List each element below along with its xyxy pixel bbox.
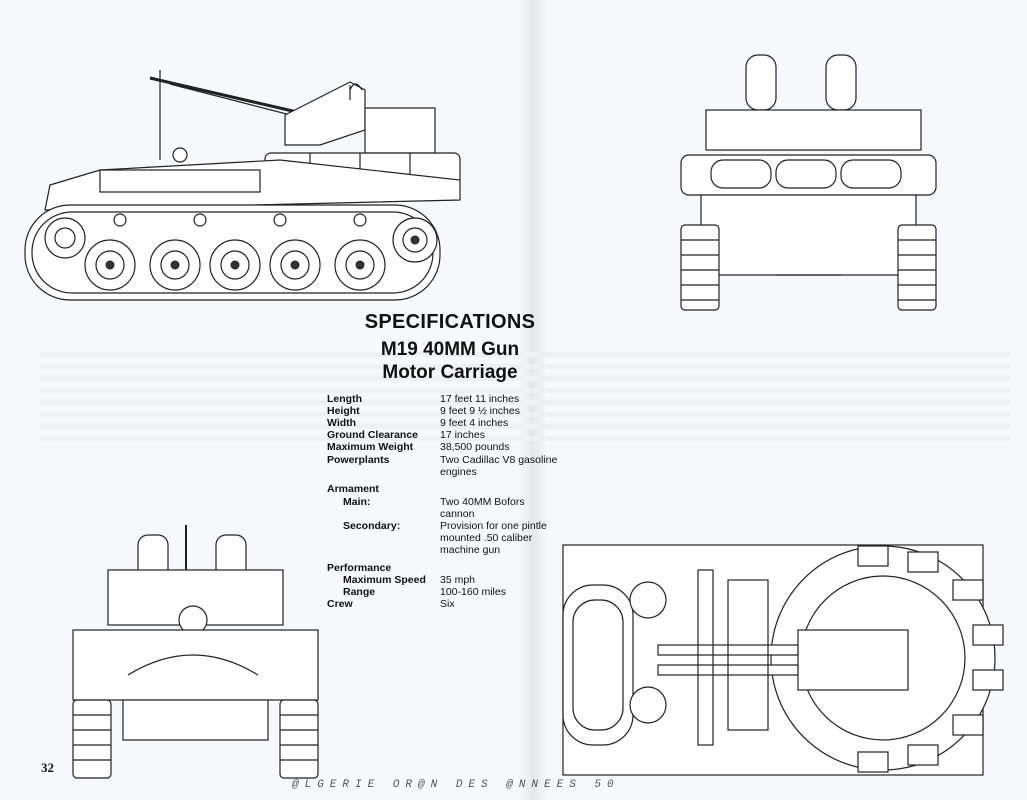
crew-label: Crew	[327, 598, 353, 610]
crew-value: Six	[440, 598, 455, 610]
armament-secondary-value-line1: Provision for one pintle	[440, 520, 547, 532]
armament-main-value-line2: cannon	[440, 508, 475, 520]
width-value: 9 feet 4 inches	[440, 417, 509, 429]
top-view-drawing	[562, 544, 1004, 776]
armament-secondary-label: Secondary:	[343, 520, 401, 532]
performance-label: Performance	[327, 562, 392, 574]
max-weight-label: Maximum Weight	[327, 441, 414, 453]
bleed-through-text	[40, 345, 1010, 465]
powerplants-value-line2: engines	[440, 466, 477, 478]
spec-subtitle-line2: Motor Carriage	[382, 362, 518, 383]
scan-watermark: @LGERIE OR@N DES @NNEES 50	[292, 779, 620, 791]
range-label: Range	[343, 586, 376, 598]
powerplants-label: Powerplants	[327, 454, 390, 466]
height-value: 9 feet 9 ½ inches	[440, 405, 520, 417]
length-value: 17 feet 11 inches	[440, 393, 520, 405]
armament-main-value-line1: Two 40MM Bofors	[440, 496, 525, 508]
ground-clearance-value: 17 inches	[440, 429, 485, 441]
max-speed-label: Maximum Speed	[343, 574, 426, 586]
spec-title: SPECIFICATIONS	[364, 311, 536, 333]
max-weight-value: 38,500 pounds	[440, 441, 510, 453]
armament-label: Armament	[327, 483, 379, 495]
armament-secondary-value-line3: machine gun	[440, 544, 501, 556]
armament-secondary-value-line2: mounted .50 caliber	[440, 532, 533, 544]
rear-view-drawing	[680, 54, 937, 311]
max-speed-value: 35 mph	[440, 574, 476, 586]
range-value: 100-160 miles	[440, 586, 506, 598]
spec-subtitle-line1: M19 40MM Gun	[380, 339, 520, 360]
bleed-through-heading	[640, 22, 651, 69]
page-number: 32	[41, 760, 54, 775]
length-label: Length	[327, 393, 362, 405]
front-view-drawing	[72, 525, 319, 779]
side-view-drawing	[24, 70, 461, 301]
height-label: Height	[327, 405, 360, 417]
powerplants-value-line1: Two Cadillac V8 gasoline	[440, 454, 558, 466]
width-label: Width	[327, 417, 357, 429]
ground-clearance-label: Ground Clearance	[327, 429, 419, 441]
armament-main-label: Main:	[343, 496, 371, 508]
